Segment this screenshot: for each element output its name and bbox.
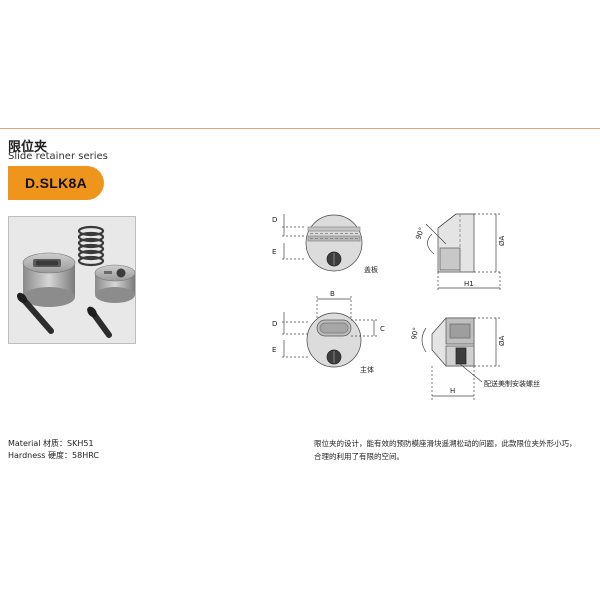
spring-part [77, 225, 105, 267]
product-code: D.SLK8A [25, 175, 87, 191]
bottom-view-dim-e: E [272, 346, 276, 354]
top-view-caption: 盖板 [364, 265, 378, 274]
side-view-top [425, 213, 501, 292]
description-line-2: 合理的利用了有限的空间。 [314, 452, 404, 461]
top-view-cover-plate [282, 214, 363, 272]
side-bottom-note: 配送美制安装螺丝 [484, 379, 540, 388]
description-line-1: 限位夹的设计，能有效的预防模座滑块遥溯松动的问题，此款限位夹外形小巧， [314, 439, 577, 448]
side-top-angle: 90° [414, 226, 426, 240]
side-bottom-dim-a: ØA [498, 335, 506, 346]
bottom-view-dim-b: B [330, 290, 335, 298]
cover-plate-part [94, 264, 135, 303]
header-rule [0, 128, 600, 129]
product-photo [8, 216, 136, 344]
bottom-view-dim-c: C [380, 325, 385, 333]
top-view-dim-d: D [272, 216, 277, 224]
product-code-badge: D.SLK8A [8, 166, 104, 200]
bottom-view-main-body [282, 296, 378, 368]
screw-part-1 [17, 292, 54, 334]
side-top-dim-h1: H1 [464, 280, 474, 288]
screw-part-2 [87, 306, 112, 338]
side-top-dim-a: ØA [498, 235, 506, 246]
product-photo-illustration [17, 225, 135, 338]
technical-drawing: D E 盖板 B C D E 主体 90° ØA H1 90° ØA H 配送美… [272, 213, 540, 400]
spec-hardness: Hardness 硬度：58HRC [8, 451, 99, 460]
side-view-bottom [421, 317, 500, 400]
product-title-en: Slide retainer series [8, 151, 108, 162]
top-view-dim-e: E [272, 248, 276, 256]
side-bottom-dim-h: H [450, 387, 455, 395]
side-bottom-angle: 90° [410, 327, 420, 341]
spec-material: Material 材质：SKH51 [8, 439, 94, 448]
product-title-cn: 限位夹 [8, 140, 48, 155]
bottom-view-caption: 主体 [360, 365, 374, 374]
product-description: 限位夹的设计，能有效的预防模座滑块遥溯松动的问题，此款限位夹外形小巧， 合理的利… [314, 437, 594, 463]
main-body-part [22, 252, 76, 307]
bottom-view-dim-d: D [272, 320, 277, 328]
